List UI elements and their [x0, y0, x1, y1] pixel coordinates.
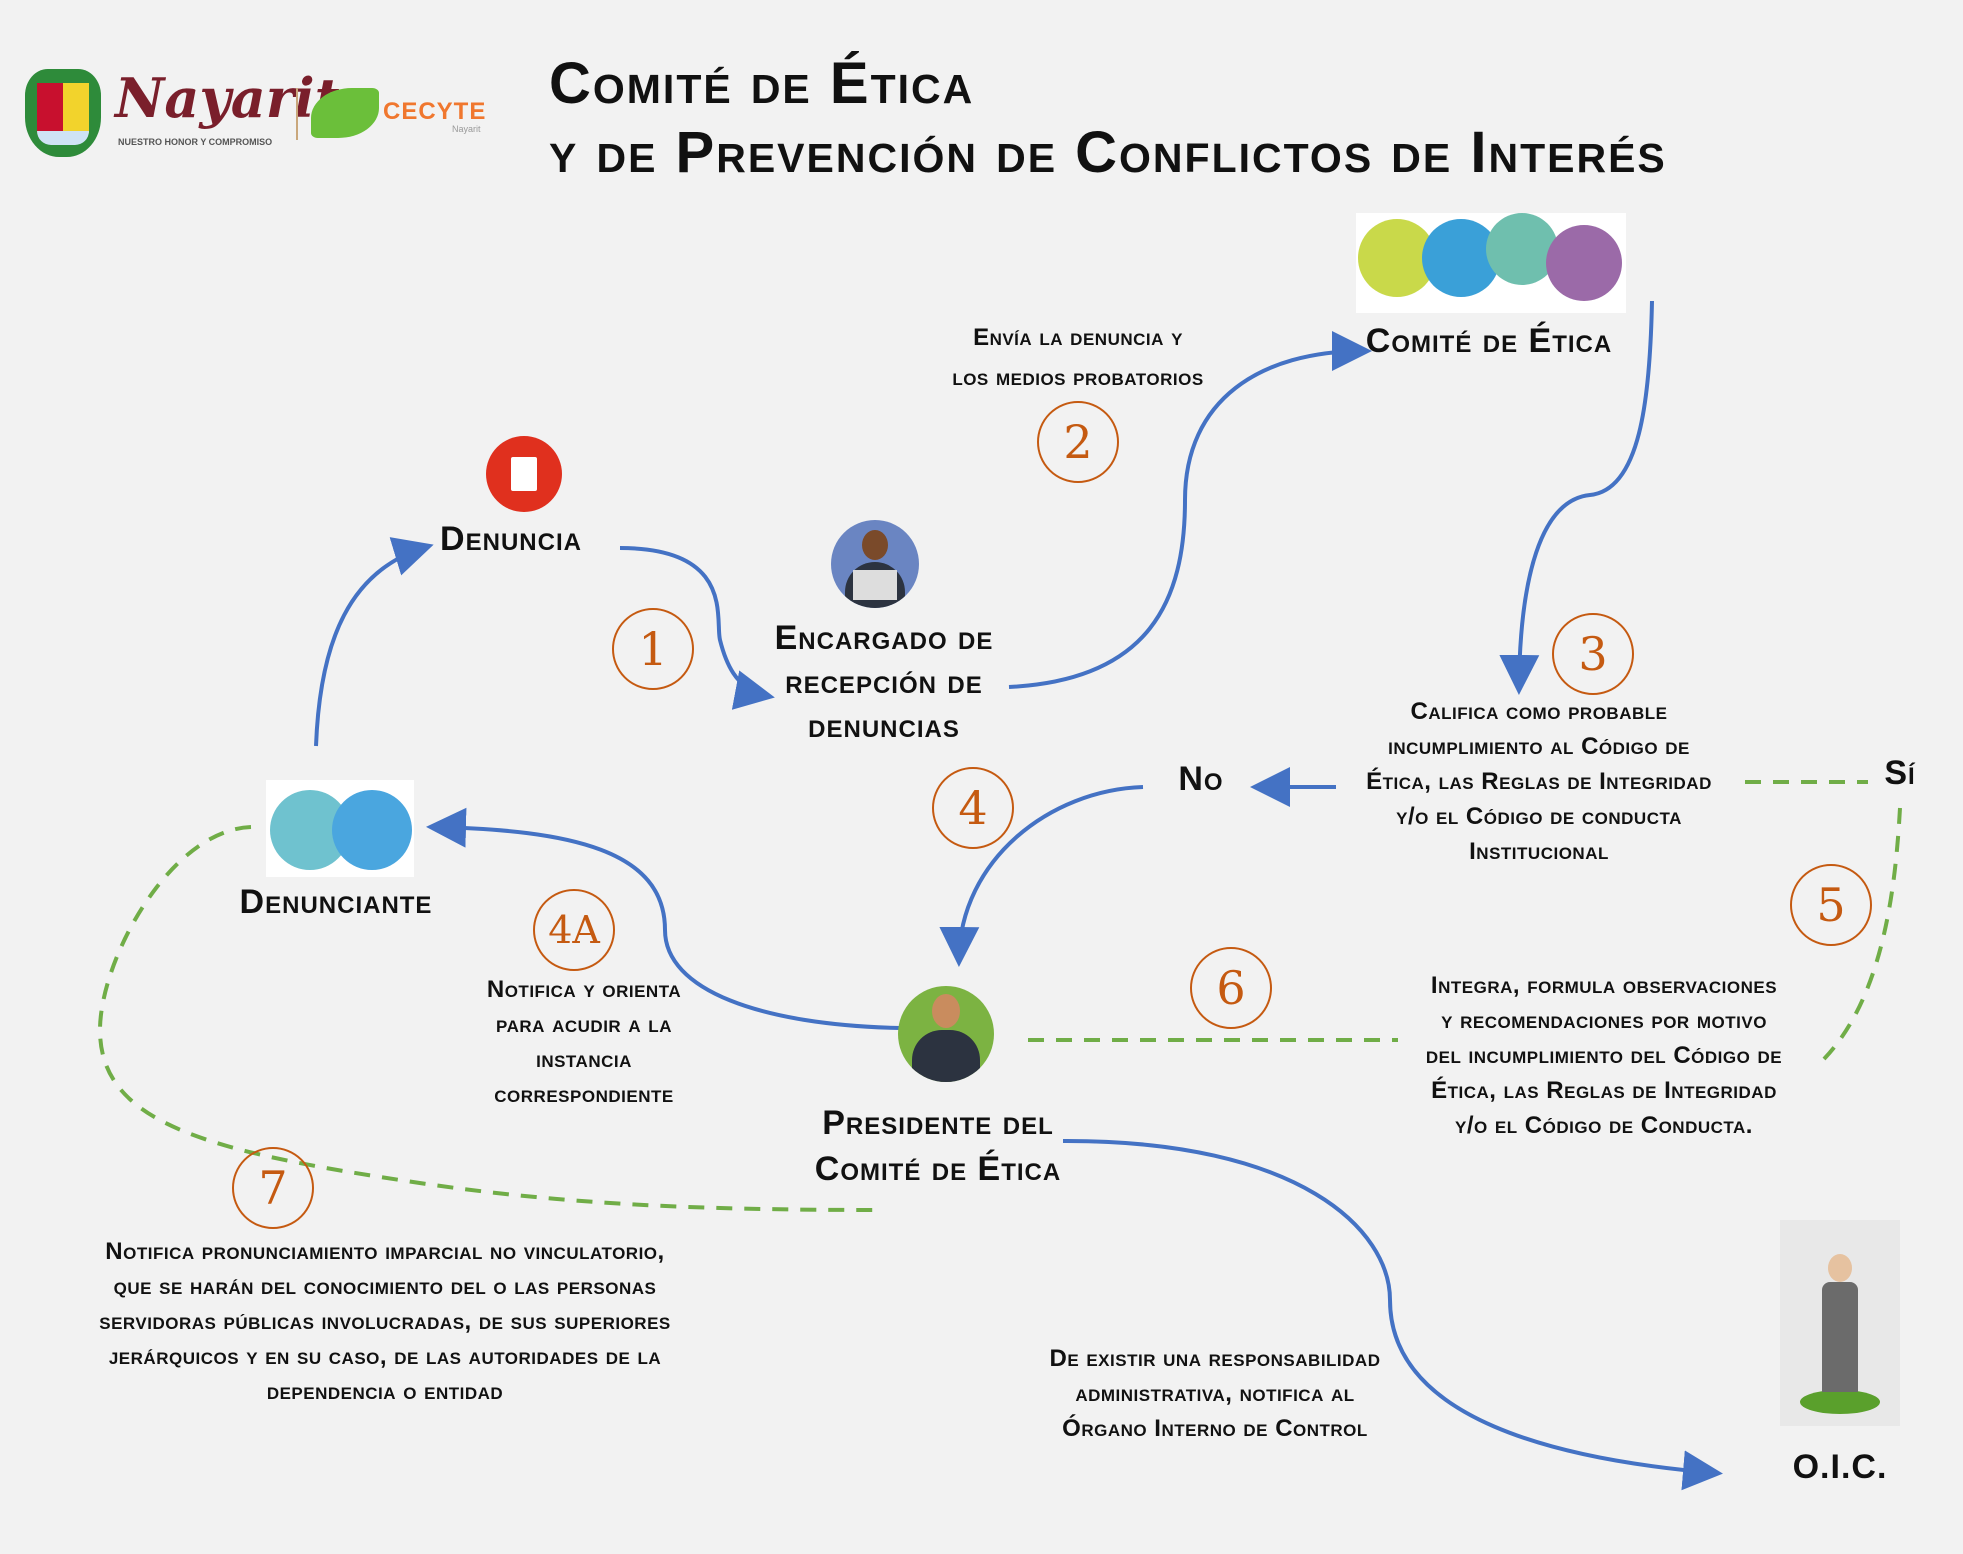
text-line: para acudir a la [496, 1011, 672, 1038]
cecyte-logo-text: CECYTE [383, 98, 487, 125]
text-line: Envía la denuncia y [973, 324, 1183, 351]
node-comite: Comité de Ética [1365, 322, 1613, 360]
text-califica: Califica como probable incumplimiento al… [1366, 694, 1712, 869]
step-3-badge: 3 [1552, 613, 1634, 695]
text-line: administrativa, notifica al [1075, 1380, 1355, 1407]
dashed-si-to-integra [1822, 807, 1902, 1061]
text-line: los medios probatorios [952, 364, 1204, 391]
arrow-presidente-to-oic [1062, 1138, 1723, 1491]
avatar-man-mustache-icon [1486, 213, 1558, 285]
title-line-1: Comité de Ética [549, 51, 975, 116]
dashed-denunciante-to-notifica [97, 825, 885, 1212]
nayarit-slogan: NUESTRO HONOR Y COMPROMISO [118, 137, 273, 147]
document-icon [486, 436, 562, 512]
arrow-comite-to-califica [1499, 300, 1654, 695]
step-7-badge: 7 [232, 1147, 314, 1229]
nayarit-crest-logo [25, 69, 101, 157]
text-line: incumplimiento al Código de [1388, 733, 1690, 760]
step-5-badge: 5 [1790, 864, 1872, 946]
woman-phone-icon [332, 790, 412, 870]
node-encargado: Encargado de recepción de denuncias [775, 616, 994, 748]
text-line: y recomendaciones por motivo [1441, 1007, 1767, 1034]
encargado-line: recepción de [785, 663, 983, 701]
text-line: Ética, las Reglas de Integridad [1366, 768, 1712, 795]
committee-avatars [1356, 213, 1626, 313]
step-4-badge: 4 [932, 767, 1014, 849]
oic-person-icon [1780, 1220, 1900, 1426]
label-no: No [1178, 760, 1224, 798]
arrow-denuncia-to-encargado [619, 546, 775, 710]
president-avatar-icon [898, 986, 994, 1082]
node-denunciante: Denunciante [239, 883, 433, 921]
text-line: que se harán del conocimiento del o las … [113, 1273, 657, 1300]
text-line: Califica como probable [1410, 698, 1668, 725]
arrow-encargado-to-comite [1008, 331, 1372, 689]
text-integra: Integra, formula observaciones y recomen… [1426, 968, 1782, 1143]
denunciante-image [266, 780, 414, 877]
nayarit-logo-text: Nayarit [115, 66, 340, 130]
text-line: De existir una responsabilidad [1049, 1345, 1381, 1372]
text-line: Órgano Interno de Control [1062, 1415, 1368, 1442]
node-oic: O.I.C. [1792, 1448, 1888, 1486]
text-line: Ética, las Reglas de Integridad [1431, 1077, 1777, 1104]
step-6-badge: 6 [1190, 947, 1272, 1029]
arrow-no-to-presidente [939, 785, 1144, 967]
step-4a-badge: 4A [533, 889, 615, 971]
node-denuncia: Denuncia [440, 520, 582, 558]
text-line: jerárquicos y en su caso, de las autorid… [108, 1343, 662, 1370]
node-presidente: Presidente del Comité de Ética [815, 1100, 1061, 1192]
cecyte-sub: Nayarit [452, 124, 481, 134]
text-line: del incumplimiento del Código de [1425, 1042, 1783, 1069]
text-line: dependencia o entidad [266, 1378, 504, 1405]
text-line: servidoras públicas involucradas, de sus… [99, 1308, 671, 1335]
text-de-existir: De existir una responsabilidad administr… [1050, 1341, 1381, 1446]
text-line: y/o el Código de Conducta. [1455, 1112, 1753, 1139]
arrow-denunciante-to-denuncia [314, 537, 434, 747]
step-2-badge: 2 [1037, 401, 1119, 483]
label-si: Sí [1884, 754, 1916, 792]
encargado-line: denuncias [808, 707, 960, 745]
employee-laptop-icon [831, 520, 919, 608]
text-line: Institucional [1469, 838, 1609, 865]
title-line-2: y de Prevención de Conflictos de Interés [549, 120, 1667, 185]
text-line: y/o el Código de conducta [1396, 803, 1682, 830]
presidente-line: Presidente del [822, 1104, 1054, 1142]
step-1-badge: 1 [612, 608, 694, 690]
text-line: Integra, formula observaciones [1430, 972, 1778, 999]
presidente-line: Comité de Ética [814, 1150, 1062, 1188]
text-notifica-pronunciamiento: Notifica pronunciamiento imparcial no vi… [99, 1234, 671, 1409]
avatar-woman-glasses-icon [1546, 225, 1622, 301]
text-line: Notifica y orienta [486, 976, 682, 1003]
text-line: instancia [536, 1046, 632, 1073]
text-envia: Envía la denuncia y los medios probatori… [952, 318, 1203, 398]
logo-divider [296, 88, 298, 140]
text-notifica-orienta: Notifica y orienta para acudir a la inst… [487, 972, 681, 1112]
text-line: Notifica pronunciamiento imparcial no vi… [105, 1238, 665, 1265]
text-line: correspondiente [494, 1081, 674, 1108]
encargado-line: Encargado de [774, 619, 994, 657]
arrow-presidente-to-denunciante [426, 807, 901, 1030]
